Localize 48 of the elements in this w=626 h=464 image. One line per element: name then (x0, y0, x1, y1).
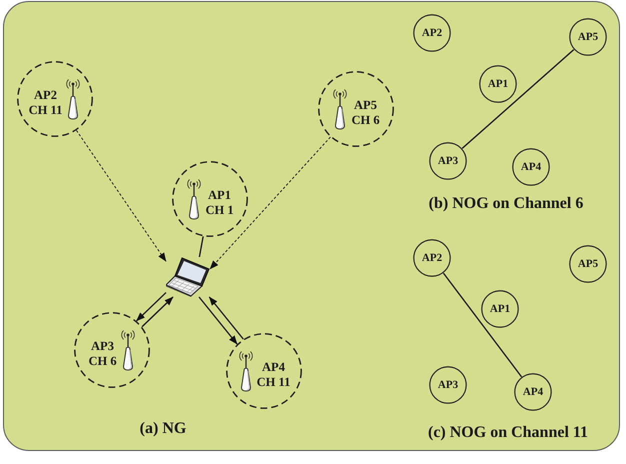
ap-circle (514, 373, 552, 411)
dashed-arrow (210, 136, 331, 270)
node-label: AP4 (520, 160, 542, 174)
node-label: AP4 (522, 386, 544, 398)
node-label: AP5 (354, 98, 377, 112)
node-label: CH 6 (351, 112, 380, 128)
connector-line (442, 272, 522, 378)
caption: (c) NOG on Channel 11 (428, 423, 588, 442)
caption: (b) NOG on Channel 6 (428, 194, 584, 213)
node-label: AP2 (422, 252, 442, 264)
node-label: CH 6 (88, 354, 117, 368)
coverage-circle (17, 61, 93, 137)
coverage-circle (318, 71, 394, 147)
arrow (208, 296, 244, 340)
node-label: CH 1 (205, 202, 234, 218)
node-label: AP1 (490, 302, 510, 316)
caption: (a) NG (140, 419, 186, 438)
ap-circle (569, 18, 607, 56)
node-label: AP4 (262, 360, 285, 374)
node-label: AP3 (438, 378, 458, 392)
node-label: AP2 (34, 88, 57, 102)
node-label: AP1 (488, 78, 508, 90)
node-label: AP5 (578, 258, 598, 270)
node-label: CH 11 (256, 374, 290, 390)
laptop-icon (166, 257, 210, 297)
node-label: AP5 (578, 30, 598, 44)
node-label: AP2 (422, 26, 442, 40)
ap-circle (429, 142, 467, 180)
dashed-arrow (76, 130, 166, 262)
connector-line (462, 49, 574, 149)
node-label: CH 11 (28, 102, 62, 118)
coverage-circle (226, 333, 302, 409)
node-label: AP1 (208, 188, 231, 202)
node-label: AP3 (91, 338, 114, 354)
node-label: AP3 (438, 154, 458, 168)
connector-line (198, 236, 204, 258)
ap-circle (429, 366, 467, 404)
coverage-circle (172, 161, 248, 237)
ap-circle (413, 14, 451, 52)
ap-circle (481, 290, 519, 328)
coverage-circle (74, 312, 150, 388)
ap-circle (512, 148, 550, 186)
arrow (142, 296, 174, 328)
arrow (198, 296, 238, 345)
arrow (136, 292, 166, 322)
ap-circle (569, 245, 607, 283)
ap-circle (479, 65, 517, 103)
ap-circle (413, 239, 451, 277)
